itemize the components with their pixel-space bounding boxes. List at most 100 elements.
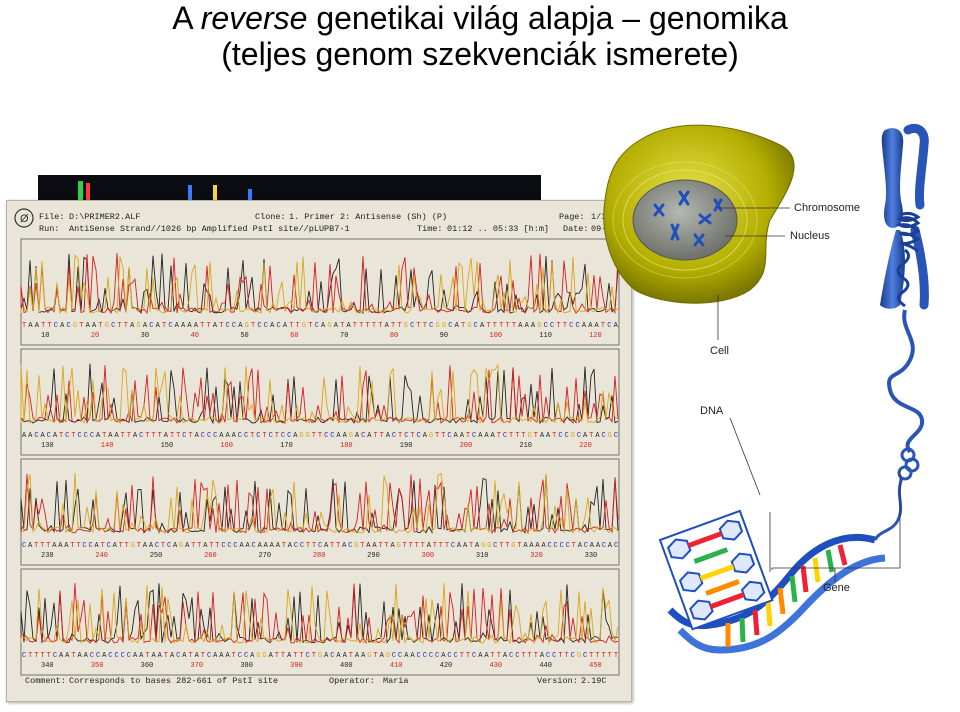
sequence-base: T [505,322,509,330]
slide-title: A reverse genetikai világ alapja – genom… [0,0,960,72]
sequence-base: A [258,542,263,550]
sequence-base: T [353,322,357,330]
sequence-base: T [188,652,192,660]
sequence-base: C [429,322,433,330]
sequence-base: T [445,542,449,550]
sequence-base: A [321,322,326,330]
sequence-base: T [176,432,180,440]
sequence-base: A [133,652,138,660]
sequence-base: A [195,432,200,440]
sequence-base: C [90,432,94,440]
sequence-base: T [534,652,538,660]
date-label: Date: [563,224,589,234]
chromosome-label: Chromosome [794,202,861,214]
sequence-base: T [521,652,525,660]
position-tick-label: 120 [589,332,602,340]
sequence-base: C [472,432,476,440]
sequence-base: A [170,652,175,660]
sequence-base: T [384,542,388,550]
sequence-base: A [53,432,58,440]
sequence-base: C [565,432,569,440]
sequence-base: G [397,542,401,550]
sequence-base: T [466,432,470,440]
version-label: Version: [537,676,578,686]
sequence-base: T [117,322,121,330]
sequence-base: G [404,322,408,330]
sequence-base: A [529,542,534,550]
cell-label: Cell [710,345,729,357]
sequence-base: A [59,652,64,660]
sequence-base: A [225,652,230,660]
sequence-base: C [127,652,131,660]
sequence-base: C [417,652,421,660]
operator-value: Maria [383,676,409,686]
sequence-base: T [373,652,377,660]
trace-line [20,363,619,425]
sequence-base: T [262,432,266,440]
sequence-base: A [28,542,33,550]
sequence-base: A [336,432,341,440]
sequence-base: T [164,652,168,660]
sequence-base: T [151,432,155,440]
position-tick-label: 40 [191,332,199,340]
sequence-base: T [416,322,420,330]
sequence-base: A [213,322,218,330]
sequence-base: A [455,322,460,330]
sequence-base: C [294,542,298,550]
sequence-base: A [92,322,97,330]
sequence-base: A [535,542,540,550]
sequence-base: C [65,432,69,440]
sequence-base: A [232,432,237,440]
position-tick-label: 210 [519,442,532,450]
sequence-base: T [102,432,106,440]
sequence-base: A [94,542,99,550]
sequence-base: T [46,542,50,550]
sequence-base: C [264,322,268,330]
trace-line [20,254,619,315]
sequence-base: T [188,432,192,440]
sequence-base: T [98,322,102,330]
sequence-base: A [40,432,45,440]
sequence-base: C [96,652,100,660]
sequence-base: C [566,542,570,550]
sequence-base: G [299,432,303,440]
sequence-base: C [287,432,291,440]
sequence-base: T [219,322,223,330]
dna-label: DNA [700,405,724,417]
sequence-base: A [478,652,483,660]
sequence-base: G [73,322,77,330]
sequence-base: T [461,322,465,330]
position-tick-label: 310 [476,552,489,560]
sequence-base: T [439,542,443,550]
sequence-base: G [262,652,266,660]
cell-to-gene-illustration: Chromosome Nucleus Cell DNA Gene [600,120,960,707]
sequence-base: C [448,322,452,330]
sequence-base: T [125,542,129,550]
sequence-base: A [531,322,536,330]
sequence-base: C [182,432,186,440]
sequence-base: T [101,542,105,550]
sequence-base: T [466,652,470,660]
sequence-base: T [359,322,363,330]
title-emphasis: reverse [200,0,308,36]
position-tick-label: 240 [95,552,108,560]
sequence-base: A [590,542,595,550]
sequence-base: T [509,432,513,440]
nucleus-shape [632,179,738,261]
sequence-base: A [65,652,70,660]
sequence-base: A [203,542,208,550]
sequence-base: C [429,652,433,660]
sequence-base: T [336,542,340,550]
sequence-base: A [596,542,601,550]
sequence-base: A [343,432,348,440]
sequence-base: A [525,322,530,330]
operator-label: Operator: [329,676,375,686]
sequence-base: T [608,652,612,660]
sequence-base: C [474,322,478,330]
sequence-base: T [512,322,516,330]
sequence-base: A [239,542,244,550]
clone-label: Clone: [255,212,286,222]
sequence-base: C [398,652,402,660]
sequence-base: T [378,542,382,550]
sequence-base: G [577,652,581,660]
